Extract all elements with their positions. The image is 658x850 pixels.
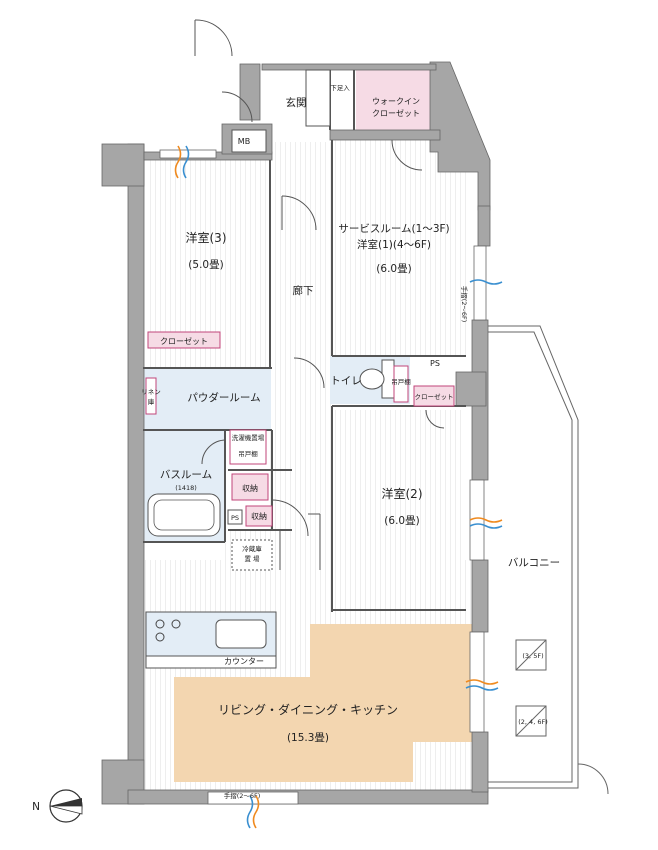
label-walkin-1: ウォークイン — [372, 97, 420, 106]
bath-tub — [147, 493, 221, 537]
label-walkin-2: クローゼット — [372, 108, 420, 118]
label-toilet: トイレ — [330, 375, 362, 387]
label-storage-1: 収納 — [242, 483, 258, 493]
label-western2: 洋室(2) — [382, 486, 423, 501]
label-western3: 洋室(3) — [186, 230, 227, 245]
label-ps-bottom: PS — [231, 514, 239, 522]
room-labels: 玄関 下足入 ウォークイン クローゼット MB 洋室(3) (5.0畳) サービ… — [141, 84, 560, 800]
label-handrail-bottom: 手摺(2〜6F) — [224, 791, 261, 800]
closets — [145, 69, 455, 571]
label-closet-w3: クローゼット — [160, 336, 208, 346]
label-hatch-1: (3, 5F) — [522, 652, 543, 660]
compass-label: N — [32, 801, 40, 813]
stove-burner-icon — [155, 632, 165, 642]
label-service-size: (6.0畳) — [376, 263, 411, 275]
balcony — [488, 325, 609, 795]
label-western2-size: (6.0畳) — [384, 515, 419, 527]
label-mb: MB — [238, 137, 250, 146]
walkin-closet-fill — [356, 70, 436, 130]
label-storage-2: 収納 — [251, 511, 267, 521]
stove-burner-icon — [171, 619, 181, 629]
label-ps-top: PS — [430, 359, 440, 368]
label-ldk-size: (15.3畳) — [287, 732, 329, 744]
label-powder: パウダールーム — [187, 391, 260, 404]
label-counter: カウンター — [224, 657, 264, 666]
kitchen-counter — [145, 611, 277, 669]
wet-area-powder — [143, 368, 271, 430]
label-getabako: 下足入 — [330, 84, 350, 92]
compass: N — [32, 789, 83, 823]
label-corridor: 廊下 — [293, 284, 314, 297]
label-fridge-1: 冷蔵庫 — [242, 544, 262, 553]
label-genkan: 玄関 — [286, 96, 307, 109]
label-washer-1: 洗濯機置場 — [232, 433, 265, 442]
label-toilet-shelf: 吊戸棚 — [391, 377, 411, 386]
label-washer-2: 吊戸棚 — [238, 449, 258, 458]
stove-burner-icon — [155, 619, 165, 629]
ldk-floor-highlight — [174, 624, 474, 782]
label-bath: バスルーム — [160, 469, 212, 481]
label-closet-small: クローゼット — [415, 392, 454, 401]
label-service-1: サービスルーム(1〜3F) — [338, 223, 449, 235]
label-linen-2: 庫 — [148, 397, 155, 406]
label-hatch-2: (2, 4, 6F) — [518, 718, 547, 726]
label-service-2: 洋室(1)(4〜6F) — [357, 238, 431, 251]
label-bath-size: (1418) — [175, 484, 197, 492]
label-handrail-side: 手摺(2〜6F) — [460, 286, 469, 323]
label-linen-1: リネン — [141, 388, 161, 396]
label-western3-size: (5.0畳) — [188, 259, 223, 271]
label-fridge-2: 置 場 — [244, 554, 260, 563]
label-ldk: リビング・ダイニング・キッチン — [218, 702, 398, 717]
label-balcony: バルコニー — [508, 557, 560, 569]
walls — [101, 61, 491, 805]
doors — [194, 19, 445, 570]
windows — [159, 145, 503, 829]
floor-fills — [140, 70, 474, 796]
